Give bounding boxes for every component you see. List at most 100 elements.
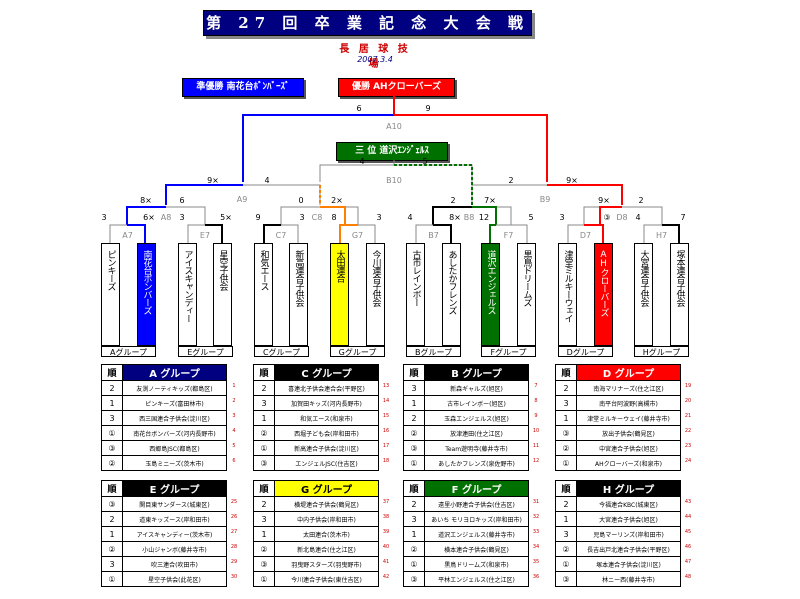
third-place-badge: 三 位 道沢ｴﾝｼﾞｪﾙｽ bbox=[336, 142, 448, 161]
team-cell: 玉島ミニーズ(茨木市) bbox=[122, 455, 227, 471]
semi-b-score-right: 9× bbox=[566, 176, 578, 185]
team-cell: 大宮連合子供会(旭区) bbox=[576, 511, 681, 527]
rank-cell: ① bbox=[253, 440, 275, 456]
group-label: Aグループ bbox=[101, 346, 156, 357]
entry-number: 34 bbox=[532, 544, 540, 550]
rank-cell: 1 bbox=[403, 526, 425, 542]
third-match-label: B10 bbox=[386, 176, 402, 185]
r1-match-label: D7 bbox=[579, 231, 592, 240]
team-cell: 放津連田(住之江区) bbox=[424, 425, 529, 441]
r1-score-left: 8 bbox=[331, 213, 337, 222]
rank-cell: ① bbox=[555, 556, 577, 572]
entry-number: 14 bbox=[382, 398, 390, 404]
entry-number: 19 bbox=[684, 383, 692, 389]
rank-cell: 1 bbox=[101, 526, 123, 542]
team-cell: 新高連合子供会(淀川区) bbox=[274, 440, 379, 456]
group-title: F グループ bbox=[424, 480, 529, 497]
team-name: 黒鳥ドリームズ bbox=[521, 250, 532, 306]
r1-score-right: 7 bbox=[680, 213, 686, 222]
qf-d-label: D8 bbox=[616, 213, 628, 222]
entry-number: 25 bbox=[230, 499, 238, 505]
entry-number: 28 bbox=[230, 544, 238, 550]
team-name: ピンキーズ bbox=[105, 250, 116, 290]
rank-cell: 2 bbox=[555, 380, 577, 396]
semi-b-label: B9 bbox=[539, 195, 551, 204]
qf-a-label: A8 bbox=[160, 213, 172, 222]
team-name: 大宮連合子供会 bbox=[638, 250, 649, 306]
semi-a-score-left: 9× bbox=[207, 176, 219, 185]
entry-number: 15 bbox=[382, 413, 390, 419]
team-cell: 南海マリナーズ(住之江区) bbox=[576, 380, 681, 396]
team-box: 古市レインボー bbox=[406, 243, 425, 346]
rank-header: 順 bbox=[555, 480, 577, 497]
group-title: B グループ bbox=[424, 364, 529, 381]
entry-number: 40 bbox=[382, 544, 390, 550]
team-cell: 長吉出戸北連合子供会(平野区) bbox=[576, 541, 681, 557]
team-cell: 遠里小野連合子供会(住吉区) bbox=[424, 496, 529, 512]
team-cell: 星空子供会(此花区) bbox=[122, 571, 227, 587]
r1-match-label: A7 bbox=[122, 231, 133, 240]
entry-number: 2 bbox=[232, 398, 236, 404]
rank-cell: ② bbox=[101, 455, 123, 471]
entry-number: 18 bbox=[382, 458, 390, 464]
rank-cell: ③ bbox=[403, 440, 425, 456]
rank-cell: 3 bbox=[253, 395, 275, 411]
r1-score-right: 5× bbox=[220, 213, 232, 222]
team-name: 和気エース bbox=[258, 250, 269, 290]
qf-d-right: 2 bbox=[638, 196, 644, 205]
rank-cell: ② bbox=[101, 541, 123, 557]
r1-score-left: 12 bbox=[478, 213, 490, 222]
r1-score-left: 3 bbox=[101, 213, 107, 222]
r1-match-label: H7 bbox=[655, 231, 668, 240]
team-name: 道沢エンジェルス bbox=[485, 250, 496, 314]
entry-number: 33 bbox=[532, 529, 540, 535]
rank-header: 順 bbox=[555, 364, 577, 381]
team-cell: 南花台ボンバーズ(河内長野市) bbox=[122, 425, 227, 441]
entry-number: 37 bbox=[382, 499, 390, 505]
team-name: AHクローバーズ bbox=[598, 250, 609, 316]
team-name: アイスキャンディー bbox=[182, 250, 193, 322]
rank-cell: ① bbox=[101, 425, 123, 441]
rank-cell: ③ bbox=[253, 556, 275, 572]
team-cell: 横本連合子供会(鶴見区) bbox=[424, 541, 529, 557]
entry-number: 38 bbox=[382, 514, 390, 520]
team-name: 今川連合子供会 bbox=[370, 250, 381, 306]
team-cell: 塚本連合子供会(淀川区) bbox=[576, 556, 681, 572]
runnerup-badge: 準優勝 南花台ﾎﾞﾝﾊﾞｰｽﾞ bbox=[182, 78, 304, 97]
team-box: 今川連合子供会 bbox=[366, 243, 385, 346]
team-cell: AHクローバーズ(和泉市) bbox=[576, 455, 681, 471]
entry-number: 29 bbox=[230, 559, 238, 565]
team-cell: 児島マーリンズ(岸和田市) bbox=[576, 526, 681, 542]
rank-cell: ③ bbox=[101, 440, 123, 456]
team-box: 塚本連合子供会 bbox=[670, 243, 689, 346]
r1-score-left: 4 bbox=[635, 213, 641, 222]
team-cell: 道沢エンジェルス(藤井寺市) bbox=[424, 526, 529, 542]
team-name: 塚本連合子供会 bbox=[674, 250, 685, 306]
rank-cell: ② bbox=[555, 541, 577, 557]
qf-c-label: C8 bbox=[311, 213, 323, 222]
entry-number: 46 bbox=[684, 544, 692, 550]
entry-number: 39 bbox=[382, 529, 390, 535]
rank-cell: 2 bbox=[101, 511, 123, 527]
team-cell: 横堤連合子供会(鶴見区) bbox=[274, 496, 379, 512]
rank-cell: ② bbox=[403, 425, 425, 441]
entry-number: 7 bbox=[534, 383, 538, 389]
rank-cell: ③ bbox=[403, 571, 425, 587]
group-title: A グループ bbox=[122, 364, 227, 381]
team-cell: 中宮連合子供会(旭区) bbox=[576, 440, 681, 456]
group-label: Eグループ bbox=[178, 346, 233, 357]
